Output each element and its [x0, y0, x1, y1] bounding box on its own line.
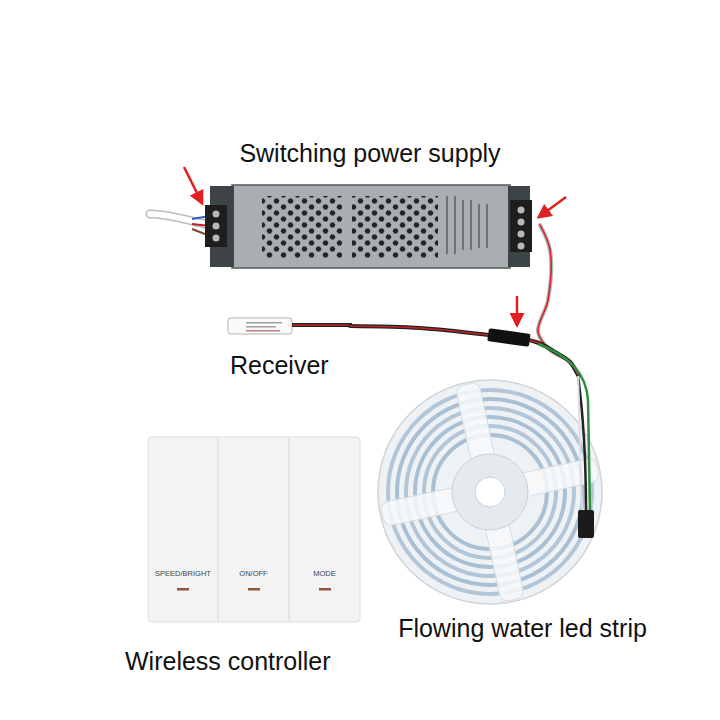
- vent-holes: [352, 196, 438, 258]
- print-line: [454, 196, 456, 254]
- print-line: [246, 326, 276, 328]
- pointer-arrow: [184, 167, 202, 203]
- component-label: Flowing water led strip: [398, 615, 647, 643]
- controller-button: MODE: [289, 437, 360, 622]
- pointer-arrow: [539, 197, 566, 217]
- indicator-bar: [248, 588, 260, 591]
- wire-sheath: [350, 326, 578, 375]
- wire-connector: [350, 326, 578, 375]
- terminal-screw: [518, 243, 525, 250]
- terminal-screw: [518, 219, 525, 226]
- power-supply: Switching power supply: [200, 138, 540, 275]
- strip-lead: [578, 376, 586, 512]
- vent-holes: [262, 196, 342, 258]
- receiver: Receiver: [225, 310, 350, 385]
- switch-plate: [148, 437, 360, 622]
- reel-disc: [378, 380, 602, 604]
- terminal-screw: [518, 207, 525, 214]
- receiver-cable: [292, 323, 352, 327]
- button-label: SPEED/BRIGHT: [155, 570, 211, 578]
- strip-coil: [388, 390, 592, 594]
- component-label: Wireless controller: [125, 648, 331, 676]
- led-strip: Flowing water led strip: [365, 375, 680, 650]
- receiver-cable-core: [292, 324, 352, 326]
- strip-plug: [578, 510, 594, 538]
- print-line: [470, 200, 472, 250]
- button-divider: [289, 438, 290, 621]
- print-line: [462, 200, 464, 250]
- junction-plug: [487, 328, 530, 347]
- green-wire: [538, 344, 590, 512]
- print-line: [486, 204, 488, 248]
- button-divider: [218, 438, 219, 621]
- terminal-block: [205, 205, 227, 247]
- psu-housing: [232, 185, 510, 268]
- controller-button: ON/OFF: [218, 437, 289, 622]
- terminal-block: [510, 200, 532, 252]
- terminal-screw: [518, 231, 525, 238]
- print-line: [246, 330, 280, 332]
- receiver-case: [228, 318, 292, 334]
- print-line: [478, 204, 480, 248]
- reel-hole: [475, 477, 505, 507]
- wireless-controller: Wireless controller SPEED/BRIGHT ON/OFF MOD…: [120, 435, 380, 683]
- component-label: Receiver: [230, 352, 329, 380]
- indicator-bar: [319, 588, 331, 591]
- button-label: MODE: [313, 570, 336, 578]
- strip-reel: [378, 380, 602, 604]
- pointer-arrow: [516, 296, 519, 325]
- terminal-screw: [213, 235, 220, 242]
- controller-button: SPEED/BRIGHT: [148, 437, 218, 622]
- edge-group: [350, 225, 578, 375]
- print-line: [246, 322, 282, 324]
- strip-lead: [578, 376, 582, 512]
- terminal-screw: [213, 211, 220, 218]
- component-label: Switching power supply: [239, 140, 500, 168]
- print-line: [446, 196, 448, 254]
- wire-core: [350, 326, 578, 375]
- strip-coil: [397, 399, 583, 585]
- reel-hub: [452, 454, 528, 530]
- indicator-bar: [177, 588, 189, 591]
- terminal-screw: [213, 223, 220, 230]
- button-label: ON/OFF: [239, 570, 267, 578]
